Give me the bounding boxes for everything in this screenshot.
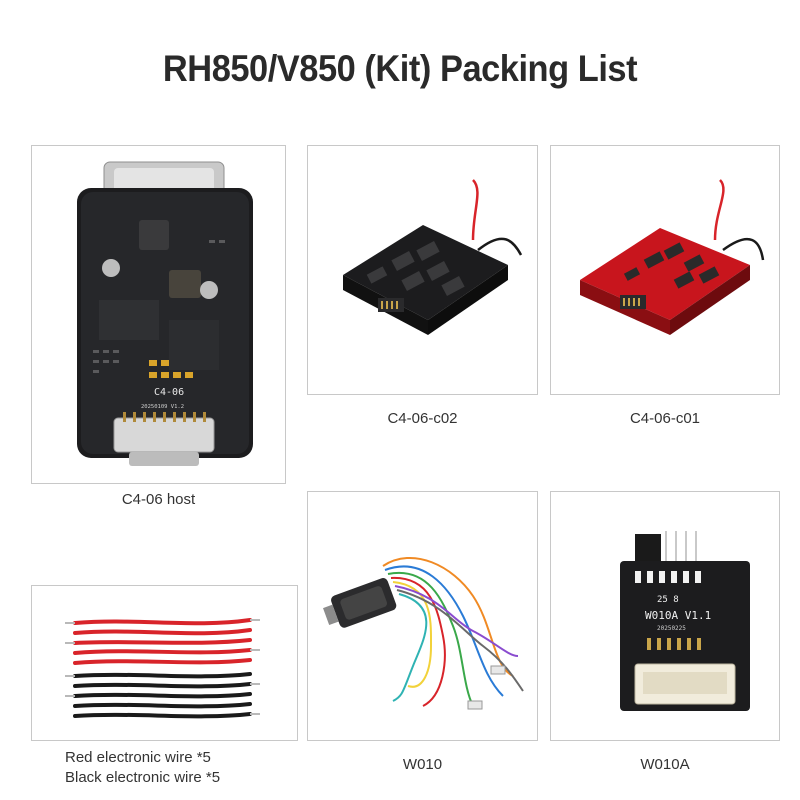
product-card-electronic-wires [31,585,298,741]
w010a-board-image: 25 8 W010A V1.1 20250225 [620,531,750,711]
product-card-c4-06-c02 [307,145,538,395]
w010a-model-text: W010A V1.1 [645,609,711,622]
c4-06-host-board-image: C4-06 20250109 V1.2 [76,161,253,466]
host-model-text: C4-06 [154,387,184,398]
caption-c4-06-c01: C4-06-c01 [629,410,701,427]
product-card-c4-06-host: C4-06 20250109 V1.2 [31,145,286,484]
caption-red-wire: Red electronic wire *5 [65,749,211,766]
product-card-w010a: 25 8 W010A V1.1 20250225 [550,491,780,741]
caption-w010: W010 [402,756,443,773]
w010a-date-text: 20250225 [657,625,686,632]
caption-w010a: W010A [640,756,690,773]
product-card-w010 [307,491,538,741]
w010-cable-image [322,556,524,710]
caption-c4-06-c02: C4-06-c02 [387,410,458,427]
electronic-wires-image [64,618,260,719]
caption-c4-06-host: C4-06 host [121,491,196,508]
host-date-text: 20250109 V1.2 [141,404,184,410]
caption-black-wire: Black electronic wire *5 [65,769,221,786]
page-title: RH850/V850 (Kit) Packing List [162,48,638,89]
c4-06-c02-board-image [342,179,522,335]
caption-electronic-wires: Red electronic wire *5 Black electronic … [65,748,295,788]
product-card-c4-06-c01 [550,145,780,395]
w010a-number-text: 25 8 [657,595,679,605]
c4-06-c01-board-image [580,179,765,335]
